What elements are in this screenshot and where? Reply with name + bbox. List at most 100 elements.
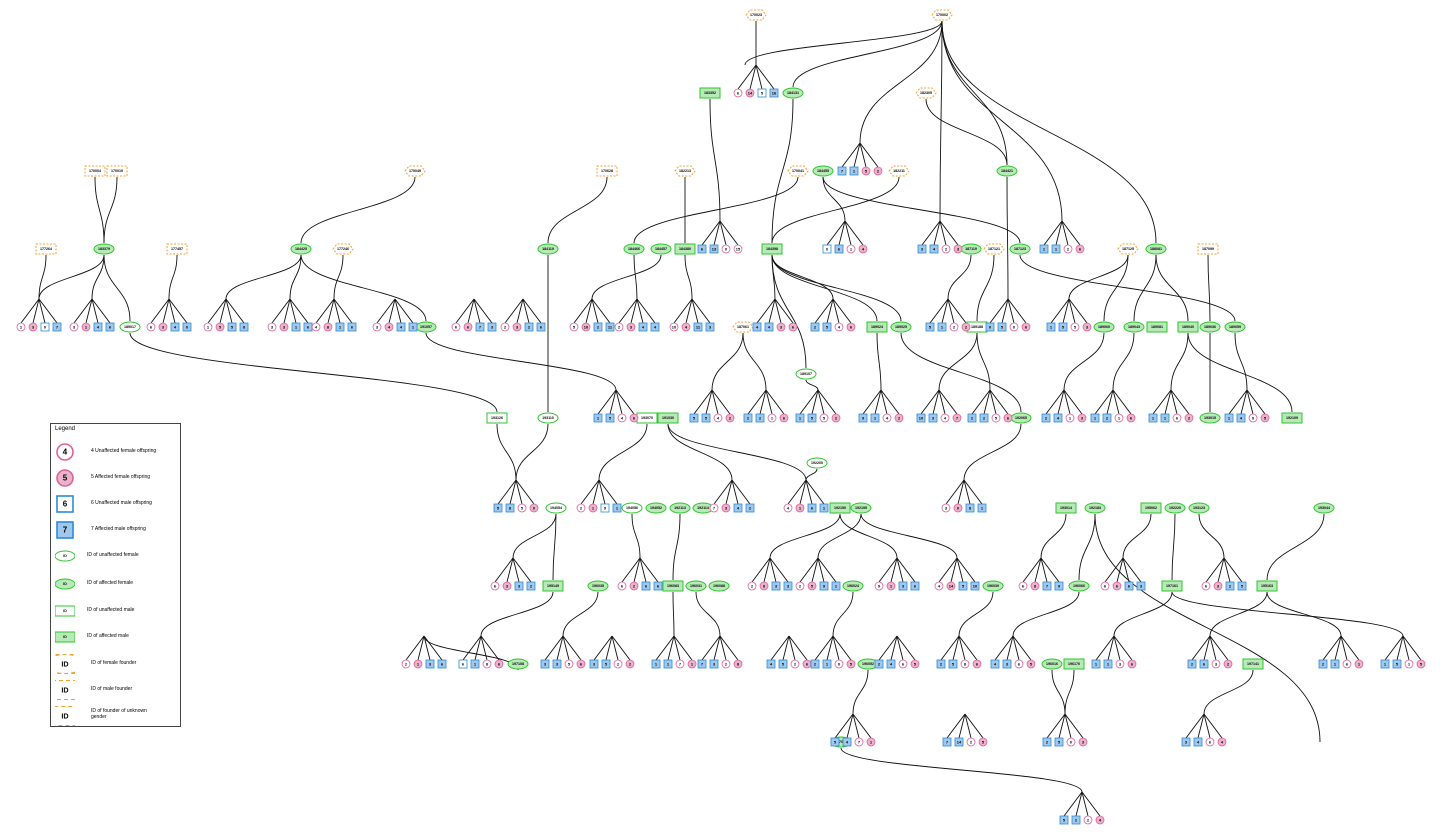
offspring-count: 0 [957,506,960,511]
offspring-node: 1 [612,503,622,513]
male-symbol [347,322,357,332]
offspring-count: 5 [1396,662,1399,667]
offspring-node: 2 [1184,413,1194,423]
offspring-count: 3 [921,247,924,252]
pedigree-edge [1209,635,1229,661]
pedigree-edge [792,20,943,88]
pedigree-edge [598,479,606,505]
offspring-count: 0 [826,247,829,252]
founder-node: 170041 [787,165,809,177]
pedigree-edge [1062,298,1070,324]
offspring-count: 4 [388,325,391,330]
pedigree-edge [1209,635,1217,661]
male-symbol [536,322,546,332]
female-symbol [1172,413,1182,423]
individual-id: 184457 [655,247,667,251]
offspring-count: 1 [823,506,826,511]
pedigree-edge [512,557,532,583]
offspring-count: 5 [1058,740,1061,745]
male-symbol [1124,581,1134,591]
legend-symbol-shape: ID [55,578,75,590]
pedigree-edge [494,557,514,583]
individual-node: 189036 [1199,321,1221,333]
offspring-node: 1 [588,503,598,513]
offspring-node: 7 [675,659,685,669]
offspring-node: 1 [1046,322,1056,332]
pedigree-edge [860,513,958,559]
offspring-count: 6 [1130,416,1133,421]
individual-id: 189081 [1151,325,1163,329]
offspring-node: 5 [819,413,829,423]
legend-text: ID of affected female [87,580,134,586]
offspring-count: 9 [1058,584,1061,589]
offspring-count: 4 [654,325,657,330]
offspring-count: 4 [1197,740,1200,745]
male-symbol [1071,815,1081,825]
offspring-count: 5 [1264,416,1267,421]
offspring-node: 3 [425,659,435,669]
offspring-node: 1 [1039,244,1049,254]
pedigree-edge [1133,254,1157,322]
individual-id: 196035 [592,584,604,588]
pedigree-edge [956,557,976,583]
offspring-count: 2 [405,662,408,667]
offspring-count: 0 [186,325,189,330]
pedigree-edge [585,298,593,324]
unknown-founder-symbol [915,87,937,99]
offspring-node: 6 [437,659,447,669]
pedigree-edge [976,254,995,322]
female-id-symbol [850,502,872,514]
male-symbol [822,322,832,332]
offspring-node: 1 [335,322,345,332]
pedigree-edge [597,389,617,415]
pedigree-edge [950,557,958,583]
offspring-count: 5 [63,474,68,483]
male-symbol [651,659,661,669]
offspring-node: 2 [873,166,883,176]
female-symbol [614,322,624,332]
offspring-node: 5 [991,413,1001,423]
founder-id: 170019 [111,169,123,173]
individual-id: 183379 [98,247,110,251]
offspring-node: 8 [960,659,970,669]
offspring-count: 1 [1358,662,1361,667]
offspring-count: 7 [858,740,861,745]
offspring-node: 4 [783,503,793,513]
pedigree-edge [94,176,105,244]
pedigree-edge [945,479,965,505]
offspring-count: 6 [1018,662,1021,667]
female-id-symbol [708,580,730,592]
offspring-node: 7 [952,413,962,423]
individual-id: 195163 [1261,584,1273,588]
male-symbol [822,244,832,254]
pedigree-edge [630,298,638,324]
male-symbol [514,581,524,591]
offspring-count: 3 [518,584,521,589]
pedigree-edge [327,298,335,324]
founder-id: 177246 [337,247,349,251]
female-id-symbol [1123,321,1145,333]
female-symbol [203,322,213,332]
male-symbol [1058,322,1068,332]
offspring-count: 7 [1046,584,1049,589]
offspring-count: 1 [853,169,856,174]
male-symbol [1041,413,1051,423]
offspring-node: 0 [985,322,995,332]
male-id-symbol [829,502,851,514]
individual-node: 184398 [761,243,783,255]
offspring-node: 1 [1051,244,1061,254]
pedigree-edge [1022,557,1042,583]
pedigree-edge [755,64,763,90]
offspring-node: 3 [1211,659,1221,669]
pedigree-edge [103,254,131,322]
pedigree-edge [91,254,105,300]
pedigree-edge [826,635,834,661]
female-symbol [941,503,951,513]
female-symbol [323,322,333,332]
male-symbol [182,322,192,332]
offspring-count: 1 [981,506,984,511]
female-symbol [1021,322,1031,332]
individual-id: ID [63,582,67,586]
